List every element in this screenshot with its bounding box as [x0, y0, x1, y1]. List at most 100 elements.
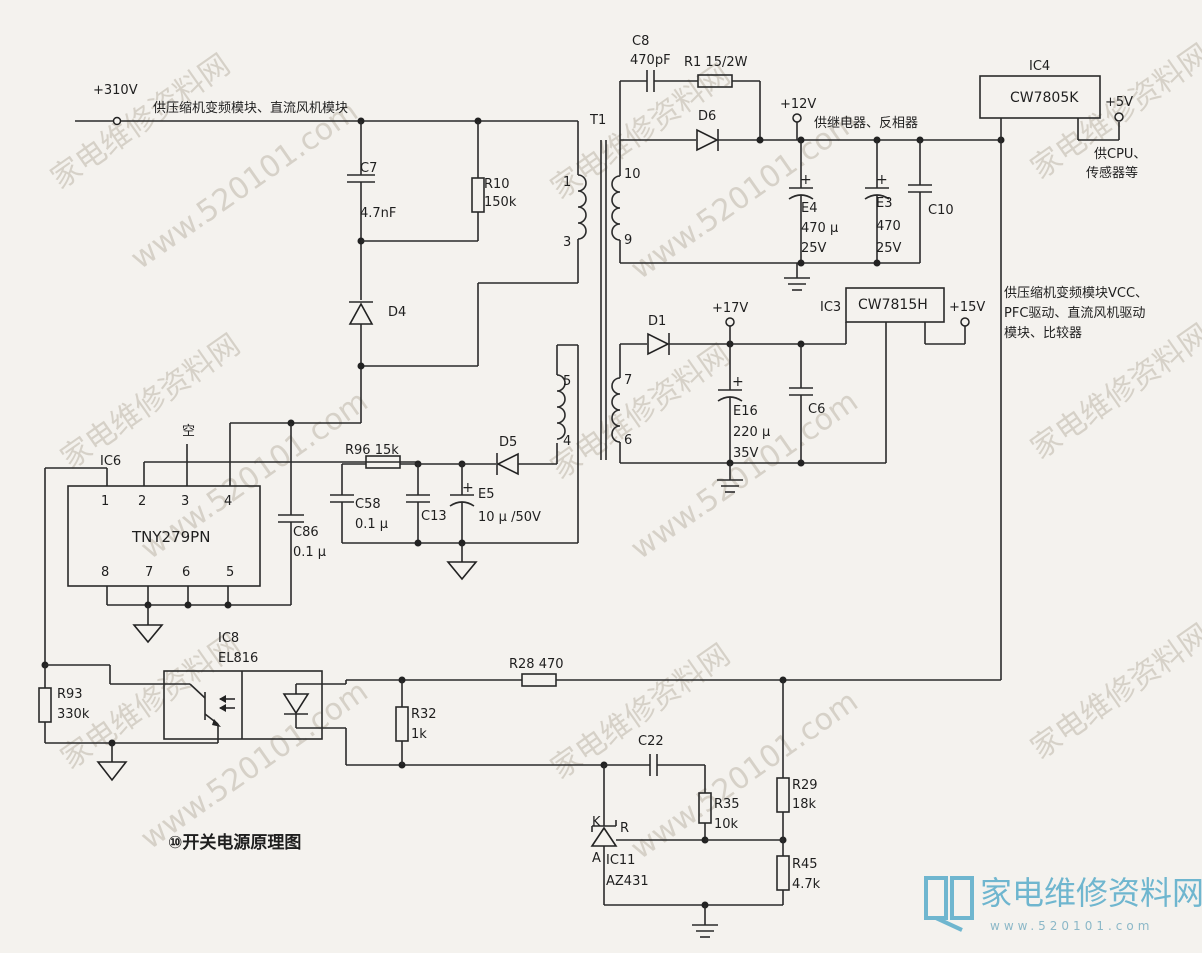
- svg-text:A: A: [592, 851, 601, 866]
- svg-text:IC6: IC6: [100, 454, 121, 469]
- svg-text:1: 1: [101, 494, 109, 509]
- svg-text:www.520101.com: www.520101.com: [990, 919, 1153, 933]
- svg-text:R28 470: R28 470: [509, 657, 564, 672]
- svg-text:C13: C13: [421, 509, 447, 524]
- snubber-c7-r10-d4: C7 4.7nF R10 150k D4: [347, 121, 517, 423]
- svg-text:470: 470: [876, 219, 901, 234]
- svg-text:E4: E4: [801, 201, 818, 216]
- svg-text:4.7nF: 4.7nF: [360, 206, 396, 221]
- svg-text:+310V: +310V: [93, 83, 138, 98]
- svg-text:+5V: +5V: [1105, 95, 1133, 110]
- svg-text:330k: 330k: [57, 707, 90, 722]
- svg-text:供继电器、反相器: 供继电器、反相器: [814, 116, 918, 131]
- svg-text:6: 6: [182, 565, 190, 580]
- svg-text:家电维修资料网: 家电维修资料网: [1025, 37, 1202, 186]
- svg-text:R32: R32: [411, 707, 437, 722]
- svg-text:家电维修资料网: 家电维修资料网: [45, 47, 237, 196]
- svg-text:470pF: 470pF: [630, 53, 671, 68]
- svg-text:CW7805K: CW7805K: [1010, 90, 1079, 106]
- svg-text:4: 4: [224, 494, 232, 509]
- svg-text:D4: D4: [388, 305, 406, 320]
- svg-text:3: 3: [181, 494, 189, 509]
- secondary-12v: C8 470pF R1 15/2W D6 +12V 供继电器、反相器 10 9 …: [611, 34, 1005, 291]
- svg-text:R1 15/2W: R1 15/2W: [684, 55, 748, 70]
- svg-text:150k: 150k: [484, 195, 517, 210]
- svg-text:+: +: [800, 172, 812, 188]
- svg-text:D1: D1: [648, 314, 666, 329]
- svg-text:10 μ /50V: 10 μ /50V: [478, 510, 541, 525]
- svg-text:E3: E3: [876, 196, 893, 211]
- svg-text:D6: D6: [698, 109, 716, 124]
- svg-text:R10: R10: [484, 177, 510, 192]
- svg-text:T1: T1: [589, 113, 606, 128]
- feedback-loop: R93 330k IC8 EL816 R28 470: [38, 631, 1001, 938]
- svg-text:R29: R29: [792, 778, 818, 793]
- site-logo: 家电维修资料网 www.520101.com: [924, 874, 1202, 933]
- ic6-tny279pn: IC6 TNY279PN 1 2 3 4 8 7 6 5 空 C86 0.1 μ: [44, 419, 418, 665]
- svg-text:7: 7: [624, 373, 632, 388]
- svg-text:家电维修资料网: 家电维修资料网: [545, 337, 737, 486]
- svg-text:IC3: IC3: [820, 300, 841, 315]
- svg-text:35V: 35V: [733, 446, 759, 461]
- svg-text:C6: C6: [808, 402, 825, 417]
- svg-text:家电维修资料网: 家电维修资料网: [55, 327, 247, 476]
- svg-text:模块、比较器: 模块、比较器: [1004, 326, 1082, 341]
- svg-text:供压缩机变频模块、直流风机模块: 供压缩机变频模块、直流风机模块: [153, 100, 348, 116]
- svg-text:1: 1: [563, 175, 571, 190]
- svg-text:5: 5: [563, 374, 571, 389]
- svg-text:9: 9: [624, 233, 632, 248]
- svg-text:4: 4: [563, 434, 571, 449]
- svg-text:IC4: IC4: [1029, 59, 1050, 74]
- svg-text:1k: 1k: [411, 727, 427, 742]
- svg-text:CW7815H: CW7815H: [858, 297, 928, 313]
- diagram-title: ⑩开关电源原理图: [168, 832, 301, 853]
- svg-text:4.7k: 4.7k: [792, 877, 821, 892]
- svg-text:供CPU、: 供CPU、: [1094, 147, 1146, 162]
- svg-text:+15V: +15V: [949, 300, 985, 315]
- svg-text:PFC驱动、直流风机驱动: PFC驱动、直流风机驱动: [1004, 306, 1145, 321]
- svg-text:家电维修资料网: 家电维修资料网: [545, 57, 737, 206]
- svg-text:8: 8: [101, 565, 109, 580]
- svg-text:C58: C58: [355, 497, 381, 512]
- svg-text:R93: R93: [57, 687, 83, 702]
- svg-text:IC11: IC11: [606, 853, 635, 868]
- hv-rail: +310V 供压缩机变频模块、直流风机模块 1 3 T1: [75, 83, 607, 460]
- svg-text:C10: C10: [928, 203, 954, 218]
- svg-text:EL816: EL816: [218, 651, 258, 666]
- ic4-cw7805k: IC4 CW7805K +5V 供CPU、 传感器等 供压缩机变频模块VCC、 …: [979, 59, 1148, 680]
- svg-text:470 μ: 470 μ: [801, 221, 838, 236]
- svg-text:0.1 μ: 0.1 μ: [293, 545, 326, 560]
- secondary-17v: D1 +17V 7 6 + E16 220 μ 35V C6 IC3 CW781: [611, 287, 985, 493]
- svg-text:传感器等: 传感器等: [1086, 165, 1138, 181]
- svg-text:R35: R35: [714, 797, 740, 812]
- svg-text:C22: C22: [638, 734, 664, 749]
- svg-text:E5: E5: [478, 487, 495, 502]
- svg-text:7: 7: [145, 565, 153, 580]
- svg-text:0.1 μ: 0.1 μ: [355, 517, 388, 532]
- svg-text:3: 3: [563, 235, 571, 250]
- bias-supply: + 5 4 R96 15k D5 C58 0.1 μ C13 E5 10 μ /…: [330, 344, 579, 581]
- svg-text:AZ431: AZ431: [606, 874, 649, 889]
- svg-text:家电维修资料网: 家电维修资料网: [545, 637, 737, 786]
- svg-text:2: 2: [138, 494, 146, 509]
- svg-text:C86: C86: [293, 525, 319, 540]
- svg-text:E16: E16: [733, 404, 758, 419]
- svg-text:空: 空: [182, 424, 195, 439]
- svg-text:18k: 18k: [792, 797, 817, 812]
- svg-text:家电维修资料网: 家电维修资料网: [980, 874, 1202, 912]
- svg-text:25V: 25V: [876, 241, 902, 256]
- svg-text:6: 6: [624, 433, 632, 448]
- svg-text:D5: D5: [499, 435, 517, 450]
- svg-text:+12V: +12V: [780, 97, 816, 112]
- svg-text:R45: R45: [792, 857, 818, 872]
- svg-text:+17V: +17V: [712, 301, 748, 316]
- svg-text:TNY279PN: TNY279PN: [131, 528, 210, 546]
- svg-text:家电维修资料网: 家电维修资料网: [55, 627, 247, 776]
- svg-text:R96 15k: R96 15k: [345, 443, 399, 458]
- svg-text:IC8: IC8: [218, 631, 239, 646]
- svg-text:R: R: [620, 821, 629, 836]
- svg-text:供压缩机变频模块VCC、: 供压缩机变频模块VCC、: [1004, 285, 1148, 301]
- svg-text:5: 5: [226, 565, 234, 580]
